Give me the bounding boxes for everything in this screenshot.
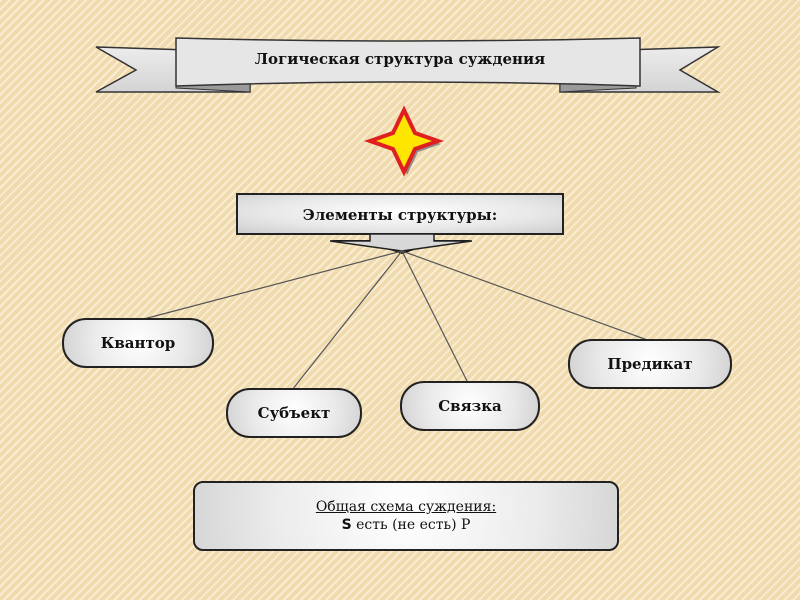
connector-svyazka bbox=[401, 250, 469, 384]
connector-subekt bbox=[291, 250, 403, 391]
connector-lines bbox=[139, 250, 651, 391]
schema-title: Общая схема суждения: bbox=[315, 499, 497, 515]
title-ribbon bbox=[95, 37, 721, 93]
banner-title: Логическая структура суждения bbox=[254, 50, 546, 68]
schema-subject-letter: S bbox=[341, 517, 352, 533]
elements-box bbox=[236, 193, 564, 254]
node-kvantor: Квантор bbox=[62, 318, 214, 368]
connector-kvantor bbox=[139, 250, 403, 321]
elements-box-title: Элементы структуры: bbox=[302, 206, 498, 224]
connector-predikat bbox=[401, 250, 651, 342]
node-predikat: Предикат bbox=[568, 339, 732, 389]
elements-arrow bbox=[329, 233, 473, 252]
schema-formula-text: есть (не есть) Р bbox=[351, 517, 471, 533]
node-svyazka: Связка bbox=[400, 381, 540, 431]
schema-formula: S есть (не есть) Р bbox=[342, 517, 471, 533]
four-point-star-icon bbox=[363, 105, 445, 177]
schema-box: Общая схема суждения: S есть (не есть) Р bbox=[193, 481, 619, 551]
node-subekt: Субъект bbox=[226, 388, 362, 438]
ribbon-main-band bbox=[175, 37, 641, 87]
